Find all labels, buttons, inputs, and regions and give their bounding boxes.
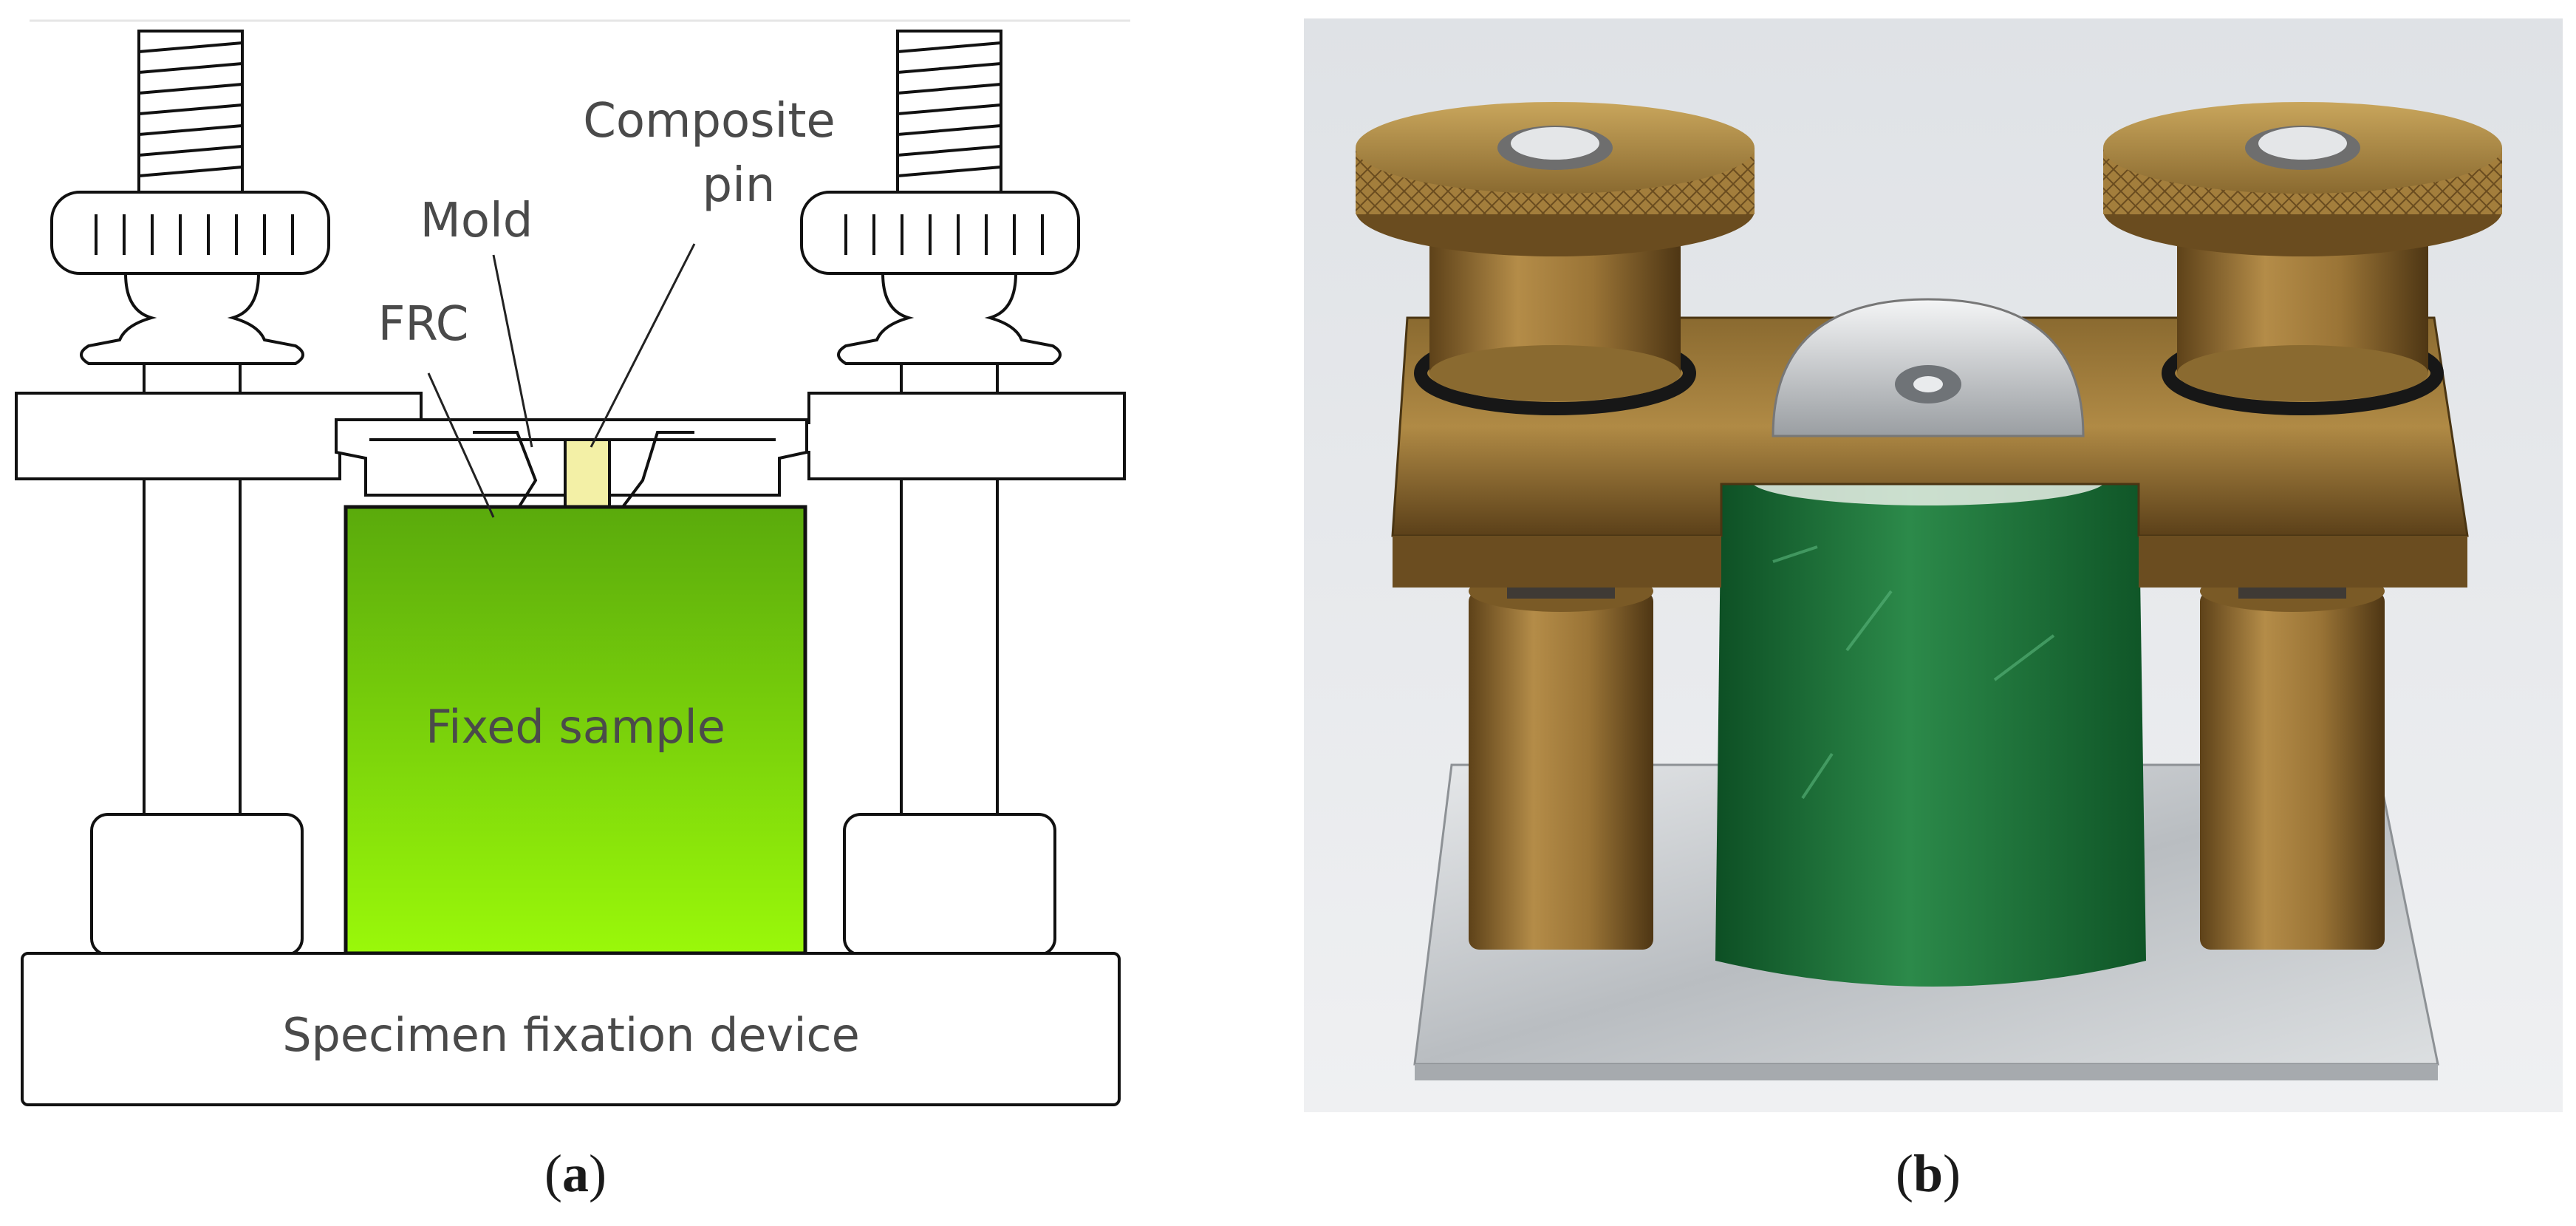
fixed-sample: [344, 505, 807, 956]
right-brass-column: [2200, 569, 2385, 950]
right-knurled-knob: [2103, 102, 2502, 401]
label-pin: pin: [703, 158, 776, 213]
panel-a-labels: Composite pin Mold FRC Fixed sample Spec…: [282, 94, 860, 1203]
panel-b-photo: (b): [1304, 18, 2563, 1203]
panel-b-caption: (b): [1896, 1144, 1961, 1203]
left-lower-block: [90, 813, 304, 956]
right-screw: [800, 30, 1080, 818]
composite-pin: [564, 438, 611, 515]
label-composite: Composite: [583, 94, 836, 149]
callout-lines: [427, 243, 696, 518]
panel-a-caption: (a): [544, 1144, 607, 1203]
left-brass-column: [1469, 569, 1653, 950]
label-mold: Mold: [420, 194, 533, 248]
left-knurled-knob: [1356, 102, 1755, 401]
label-base-device: Specimen fixation device: [282, 1008, 860, 1062]
label-fixed-sample: Fixed sample: [426, 700, 725, 754]
green-sample: [1715, 455, 2146, 987]
right-lower-block: [843, 813, 1056, 956]
base-device: [21, 952, 1121, 1106]
left-screw: [50, 30, 330, 818]
label-frc: FRC: [378, 297, 469, 352]
panel-a-schematic: [15, 19, 1130, 1106]
